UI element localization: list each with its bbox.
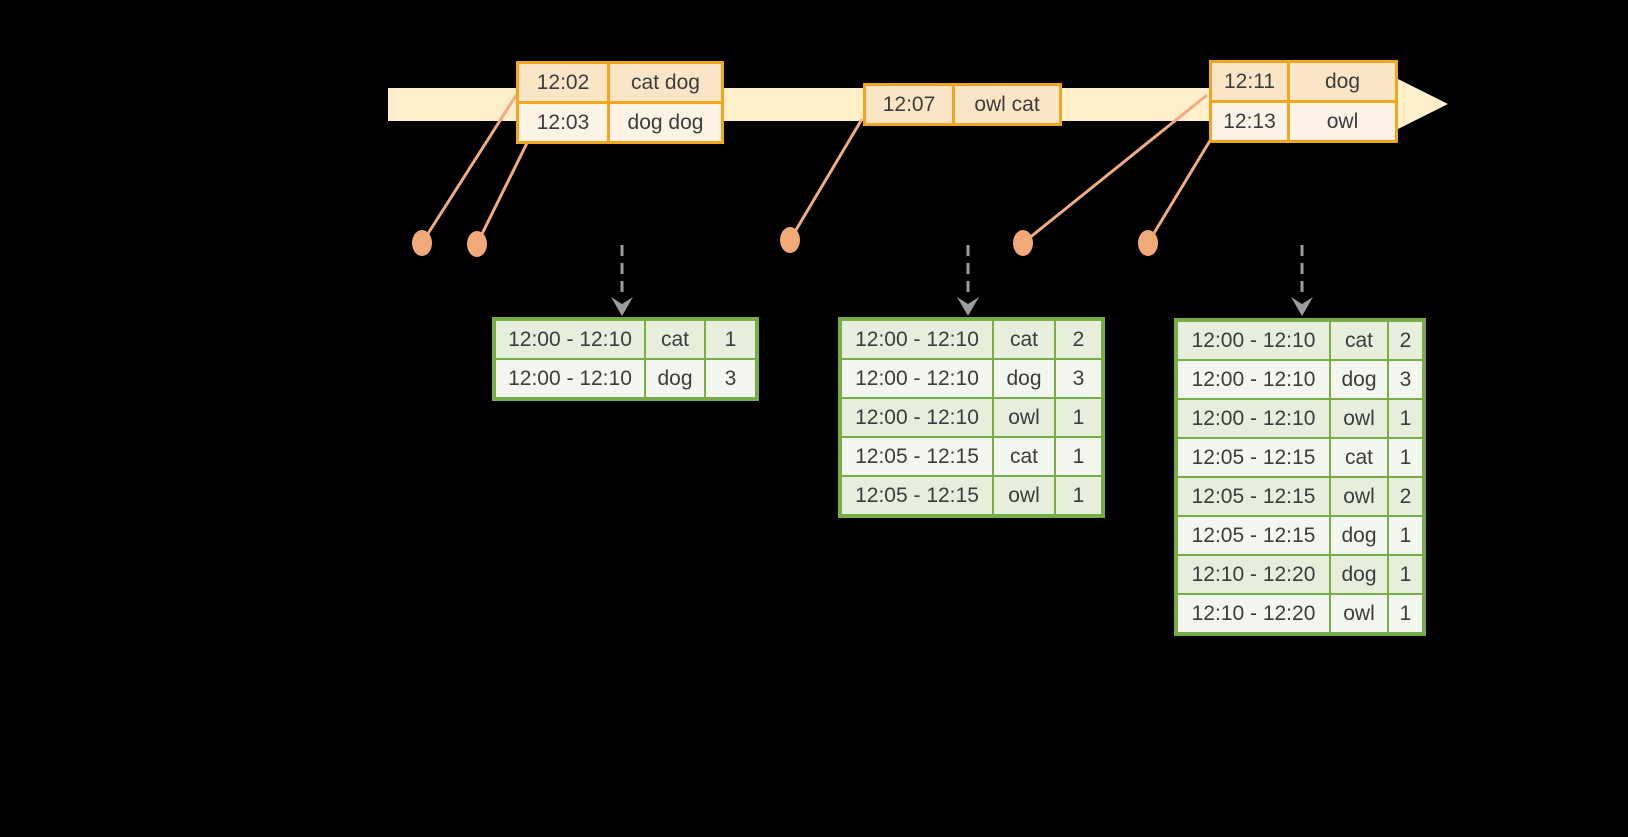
table-cell: cat dog	[607, 64, 721, 101]
table-cell: 1	[1054, 477, 1101, 514]
table-cell: 3	[1054, 360, 1101, 397]
table-cell: 12:03	[519, 104, 607, 141]
table-cell: 1	[1387, 439, 1422, 476]
table-cell: dog	[1287, 63, 1395, 100]
table-cell: 12:05 - 12:15	[842, 477, 992, 514]
arrow-down-icon	[957, 297, 979, 316]
trigger-arrow	[957, 245, 979, 316]
arrow-down-icon	[611, 297, 633, 316]
table-cell: 12:00 - 12:10	[1178, 400, 1329, 437]
table-cell: 3	[704, 360, 755, 397]
table-cell: dog	[1329, 556, 1387, 593]
table-cell: 12:05 - 12:15	[842, 438, 992, 475]
table-cell: dog dog	[607, 104, 721, 141]
table-cell: cat	[992, 321, 1054, 358]
table-cell: owl	[1329, 595, 1387, 632]
timeline-arrowhead-icon	[1390, 75, 1448, 133]
table-cell: owl	[1329, 478, 1387, 515]
table-cell: 12:02	[519, 64, 607, 101]
table-cell: dog	[644, 360, 704, 397]
table-cell: owl	[1287, 103, 1395, 140]
table-cell: 12:00 - 12:10	[496, 360, 644, 397]
table-cell: 12:05 - 12:15	[1178, 478, 1329, 515]
event-connector-line	[1146, 138, 1213, 244]
event-connector-line	[788, 118, 864, 241]
table-cell: 12:00 - 12:10	[842, 321, 992, 358]
event-dot	[1138, 230, 1158, 256]
table-cell: 2	[1387, 478, 1422, 515]
table-cell: 12:13	[1212, 103, 1287, 140]
table-cell: 12:00 - 12:10	[1178, 361, 1329, 398]
table-cell: owl cat	[952, 86, 1059, 123]
table-cell: cat	[992, 438, 1054, 475]
table-cell: 1	[1054, 438, 1101, 475]
event-dot	[780, 227, 800, 253]
table-cell: 12:05 - 12:15	[1178, 439, 1329, 476]
table-cell: cat	[644, 321, 704, 358]
table-cell: owl	[992, 399, 1054, 436]
table-cell: 12:05 - 12:15	[1178, 517, 1329, 554]
event-dot	[412, 230, 432, 256]
table-cell: 1	[704, 321, 755, 358]
trigger-arrow	[611, 245, 633, 316]
event-dot	[467, 231, 487, 257]
table-cell: cat	[1329, 439, 1387, 476]
table-cell: 12:10 - 12:20	[1178, 556, 1329, 593]
table-cell: cat	[1329, 322, 1387, 359]
table-cell: 1	[1387, 595, 1422, 632]
table-cell: 12:10 - 12:20	[1178, 595, 1329, 632]
table-cell: 12:07	[866, 86, 952, 123]
table-cell: 1	[1054, 399, 1101, 436]
table-cell: 1	[1387, 556, 1422, 593]
event-dot	[1013, 230, 1033, 256]
arrow-down-icon	[1291, 297, 1313, 316]
table-cell: 3	[1387, 361, 1422, 398]
table-cell: dog	[992, 360, 1054, 397]
table-cell: 12:00 - 12:10	[1178, 322, 1329, 359]
table-cell: 12:00 - 12:10	[842, 360, 992, 397]
table-cell: 1	[1387, 400, 1422, 437]
table-cell: 2	[1387, 322, 1422, 359]
table-cell: dog	[1329, 361, 1387, 398]
table-cell: owl	[992, 477, 1054, 514]
table-cell: 12:00 - 12:10	[842, 399, 992, 436]
table-cell: owl	[1329, 400, 1387, 437]
table-cell: 1	[1387, 517, 1422, 554]
trigger-arrow	[1291, 245, 1313, 316]
event-connector-line	[475, 138, 531, 245]
table-cell: 2	[1054, 321, 1101, 358]
table-cell: 12:11	[1212, 63, 1287, 100]
table-cell: dog	[1329, 517, 1387, 554]
table-cell: 12:00 - 12:10	[496, 321, 644, 358]
